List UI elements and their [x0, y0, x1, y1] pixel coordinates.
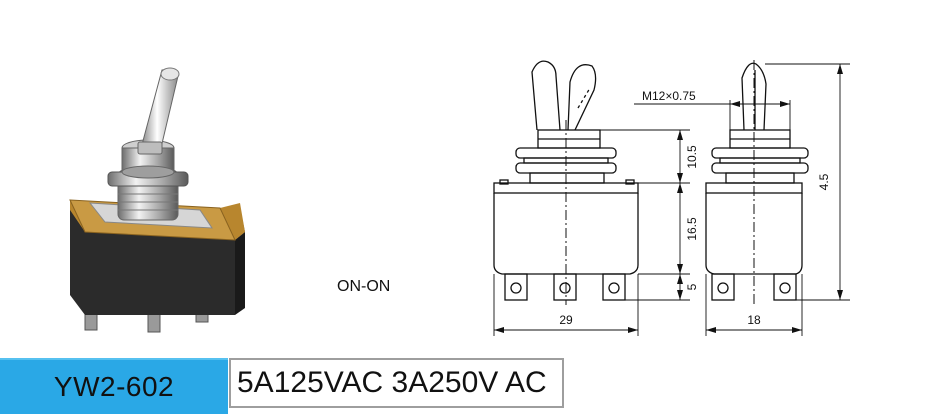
electrical-rating: 5A125VAC 3A250V AC — [237, 366, 547, 399]
dim-terminal-height: 5 — [685, 283, 699, 290]
dim-thread: M12×0.75 — [642, 89, 696, 103]
dim-total-height: 4.5 — [817, 173, 831, 190]
mode-label: ON-ON — [337, 278, 391, 295]
model-number: YW2-602 — [53, 371, 175, 402]
model-banner: YW2-602 — [0, 358, 228, 414]
dim-bushing-height: 10.5 — [685, 145, 699, 169]
switch-photo — [69, 67, 245, 333]
dim-body-height: 16.5 — [685, 217, 699, 241]
rating-banner: 5A125VAC 3A250V AC — [229, 358, 564, 408]
dim-body-depth: 18 — [747, 313, 761, 327]
dim-body-width: 29 — [559, 313, 573, 327]
technical-drawing: M12×0.75 10.5 16.5 5 29 18 4.5 — [493, 60, 850, 336]
